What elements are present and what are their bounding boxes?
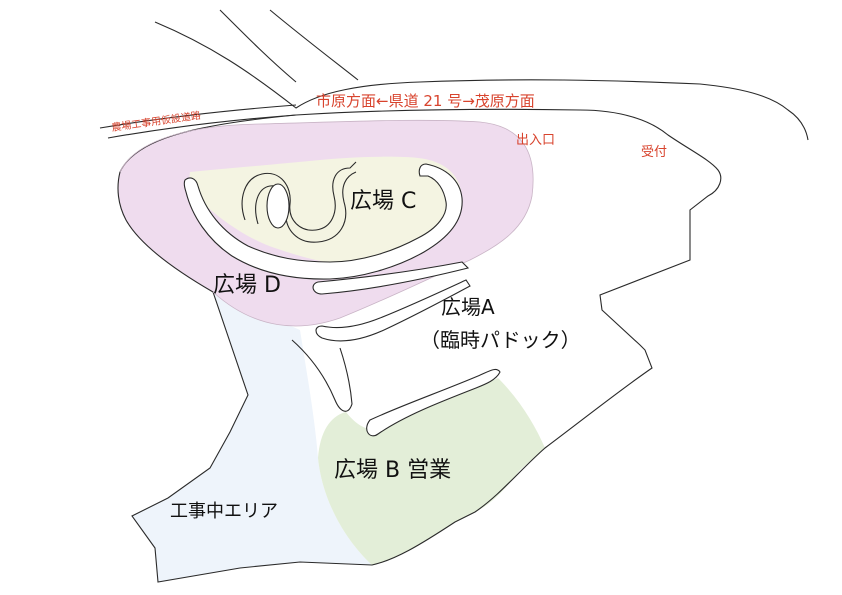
plaza-a-sublabel: （臨時パドック） (420, 328, 581, 352)
paddock-lane-3 (366, 368, 501, 437)
plaza-b-area[interactable] (318, 378, 545, 565)
construction-area[interactable] (132, 292, 372, 582)
winding-course (183, 163, 463, 280)
plaza-c-label: 広場 C (350, 189, 416, 214)
reception-label: 受付 (641, 145, 667, 160)
winding-island (266, 183, 290, 229)
plaza-c-area[interactable] (189, 156, 462, 266)
site-boundary (117, 108, 722, 583)
plaza-b-label: 広場 B 営業 (334, 458, 451, 483)
plaza-d-strip (312, 261, 470, 295)
road-label: 市原方面←県道 21 号→茂原方面 (316, 92, 535, 110)
paddock-lane-2 (291, 339, 353, 412)
entrance-label: 出入口 (516, 133, 555, 148)
plaza-a-label: 広場A (441, 295, 495, 319)
plaza-d-label: 広場 D (213, 273, 281, 298)
construction-label: 工事中エリア (170, 501, 278, 522)
track-outer-edge (119, 119, 534, 327)
paddock-lane-1 (315, 279, 471, 342)
winding-loop-2 (255, 171, 357, 243)
winding-loop-1 (241, 161, 357, 231)
